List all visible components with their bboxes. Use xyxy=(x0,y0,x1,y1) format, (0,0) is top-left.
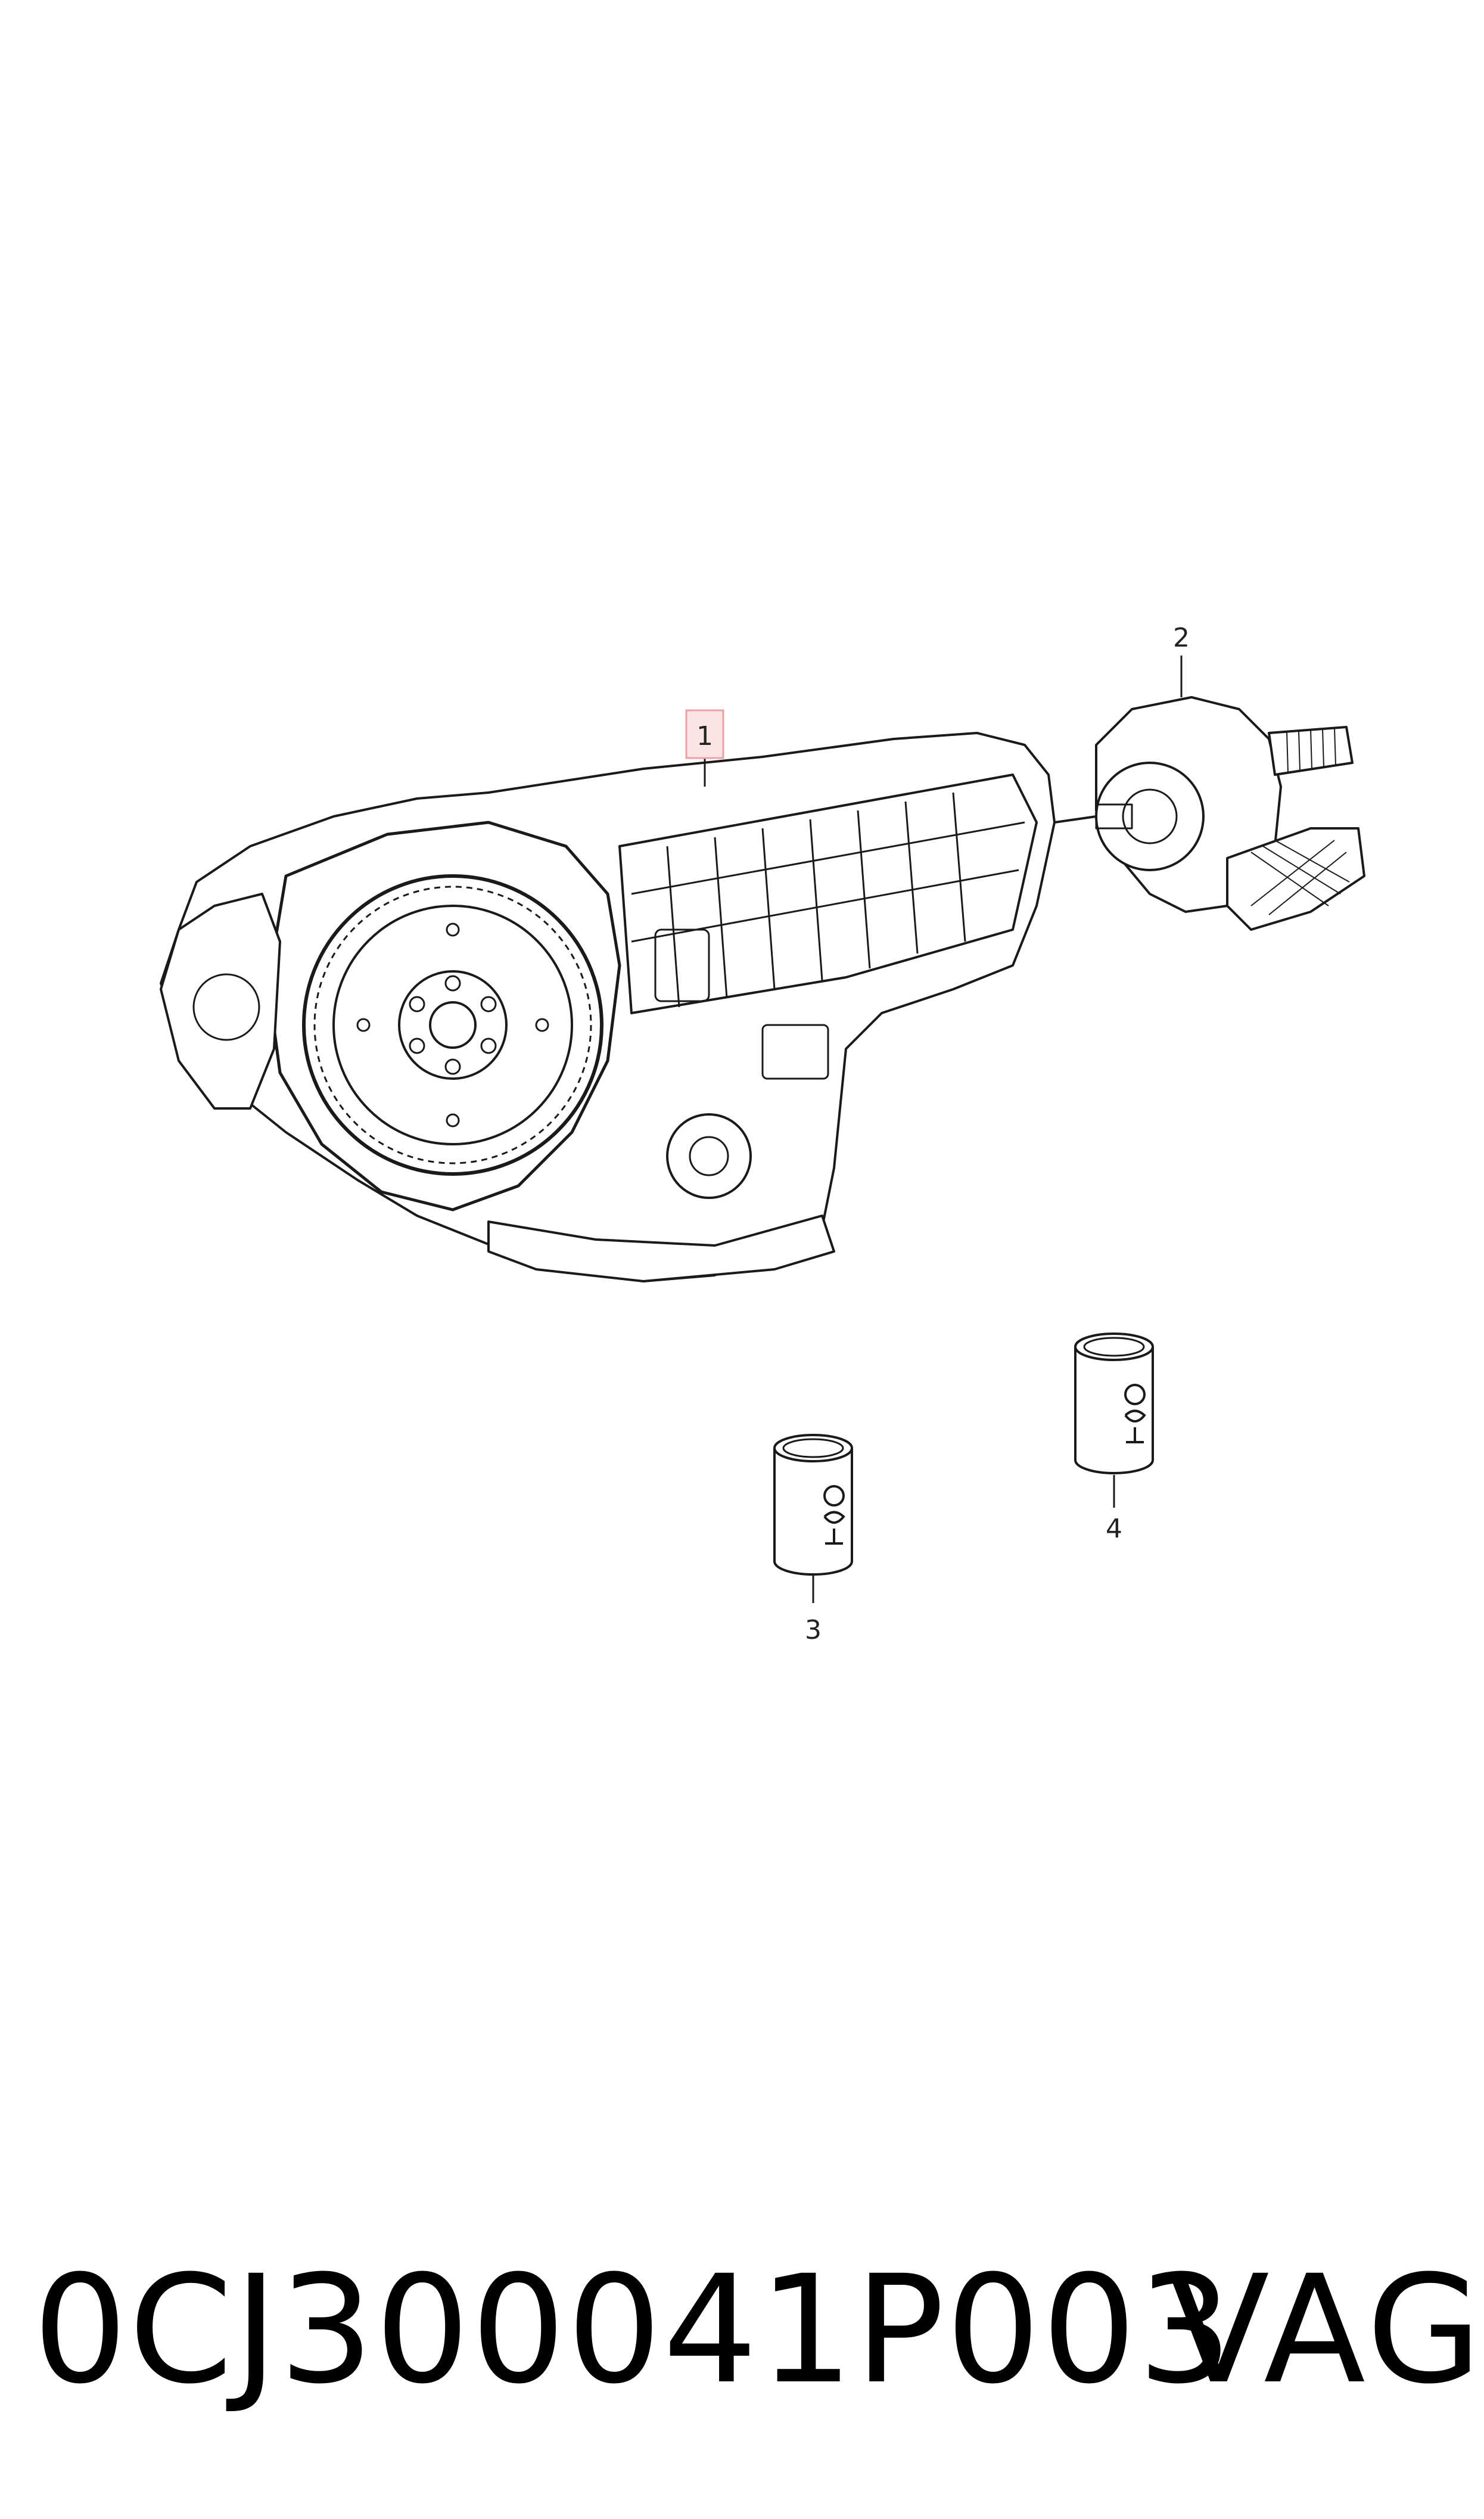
callout-3[interactable]: 3 xyxy=(805,1615,822,1645)
footer: 0CJ300041P003 VAG xyxy=(0,2217,1484,2443)
brand-name: VAG xyxy=(1168,2243,1484,2416)
callout-3-label: 3 xyxy=(805,1615,822,1645)
callout-leaders xyxy=(704,656,1183,1603)
final-drive-unit xyxy=(1095,696,1365,931)
exploded-parts-diagram: 1 2 3 4 xyxy=(160,623,1365,1645)
callout-1[interactable]: 1 xyxy=(685,709,724,759)
transmission-assembly xyxy=(160,732,1097,1282)
callout-1-highlight xyxy=(685,709,724,759)
callout-2-label: 2 xyxy=(1173,623,1190,653)
oil-can-part-3 xyxy=(773,1434,853,1576)
callout-2[interactable]: 2 xyxy=(1173,623,1190,653)
callout-4-label: 4 xyxy=(1106,1514,1122,1544)
oil-can-part-4 xyxy=(1074,1333,1154,1474)
callout-4[interactable]: 4 xyxy=(1106,1514,1122,1544)
part-number: 0CJ300041P003 xyxy=(33,2243,1234,2416)
callout-1-label: 1 xyxy=(696,721,713,751)
